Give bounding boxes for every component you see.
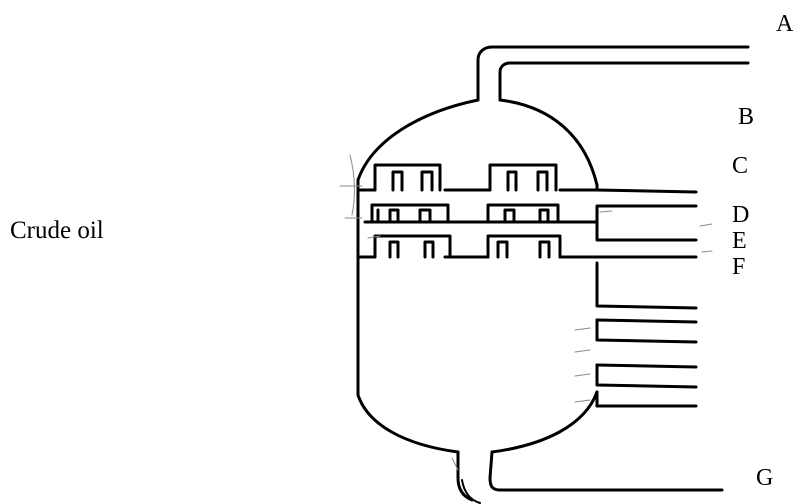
outlet-label-g: G [756, 465, 774, 491]
bubble-caps-tray-2 [370, 203, 560, 224]
pipe-side-4 [595, 261, 698, 310]
pipe-outlet-g [456, 450, 724, 504]
outlet-label-f: F [732, 254, 746, 280]
pencil-guide-strokes [339, 154, 713, 471]
pipe-outlet-a [476, 45, 750, 102]
crude-oil-label: Crude oil [10, 217, 104, 244]
outlet-label-d: D [732, 202, 750, 228]
pipe-outlet-d [595, 204, 698, 242]
pipe-side-5 [595, 318, 698, 344]
outlet-label-a: A [776, 11, 794, 37]
outlet-label-c: C [732, 153, 749, 179]
outlet-label-e: E [732, 228, 747, 254]
bubble-caps-tray-1 [373, 163, 558, 192]
outlet-label-b: B [738, 104, 755, 130]
column-outline [356, 98, 599, 454]
bubble-caps-tray-3 [373, 234, 562, 259]
pipe-side-6 [595, 363, 698, 389]
tray-1 [356, 188, 698, 194]
